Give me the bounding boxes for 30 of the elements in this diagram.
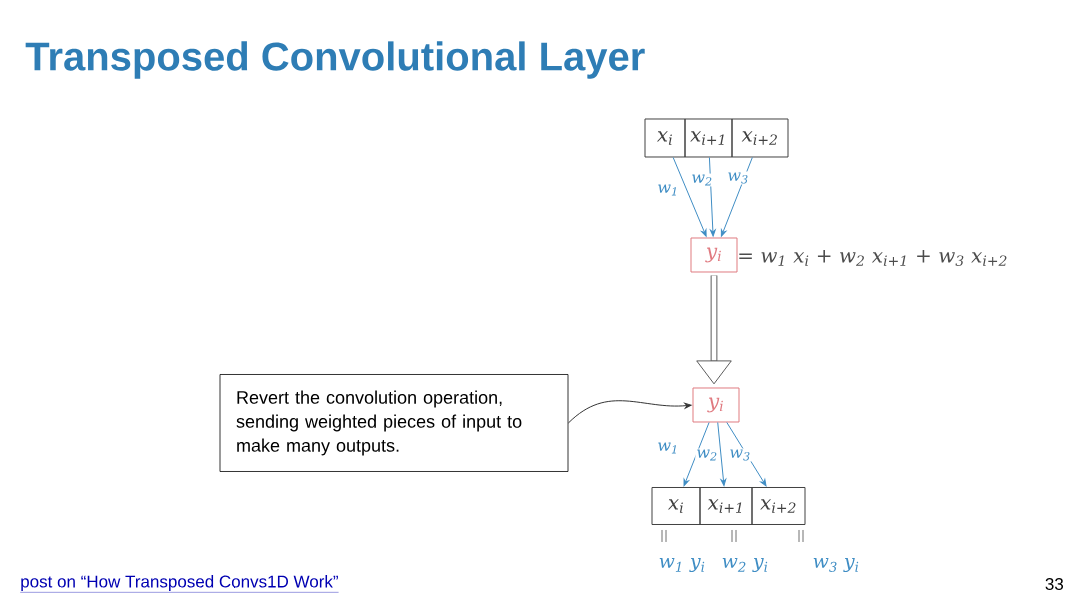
callout-box: Revert the convolution operation, sending weighted pieces of input to make many outputs. <box>219 374 569 472</box>
input-cell: x$_{i+2}$ <box>751 487 806 525</box>
edge-label: w$_{3}$ <box>728 448 752 462</box>
output-box: y$_{i}$ <box>690 237 738 273</box>
arrow <box>683 422 710 487</box>
edge-label: w$_{3}$ <box>726 171 750 185</box>
link: post on “How Transposed Convs1D Work” <box>20 575 339 593</box>
arrow <box>672 157 707 237</box>
down-arrow <box>696 275 732 385</box>
arrow <box>726 422 767 487</box>
edge-label: w$_{1}$ <box>656 441 680 455</box>
input-cell: x$_{i+2}$ <box>731 118 789 158</box>
arrow <box>720 157 753 237</box>
edge-label: w$_{2}$ <box>695 448 719 462</box>
result-label: w$_{1}$ y$_{i}$ <box>659 557 705 573</box>
arrow <box>708 157 716 237</box>
output-box: y$_{i}$ <box>692 387 740 423</box>
input-cell: x$_{i}$ <box>651 487 701 525</box>
arrow <box>717 422 727 487</box>
result-label: w$_{2}$ y$_{i}$ <box>722 557 768 573</box>
page-number: 33 <box>1045 577 1064 590</box>
arrow <box>567 400 692 424</box>
equation: = w$_{1}$ x$_{i}$ + w$_{2}$ x$_{i+1}$ + w$_{3}$ x$_{i+2}$ <box>739 250 1007 266</box>
input-cell: x$_{i+1}$ <box>684 118 733 158</box>
title: Transposed Convolutional Layer <box>25 41 645 79</box>
input-cell: x$_{i+1}$ <box>699 487 753 525</box>
edge-label: w$_{2}$ <box>690 173 714 187</box>
input-cell: x$_{i}$ <box>644 118 686 158</box>
edge-label: w$_{1}$ <box>656 183 680 197</box>
result-label: w$_{3}$ y$_{i}$ <box>813 557 859 573</box>
